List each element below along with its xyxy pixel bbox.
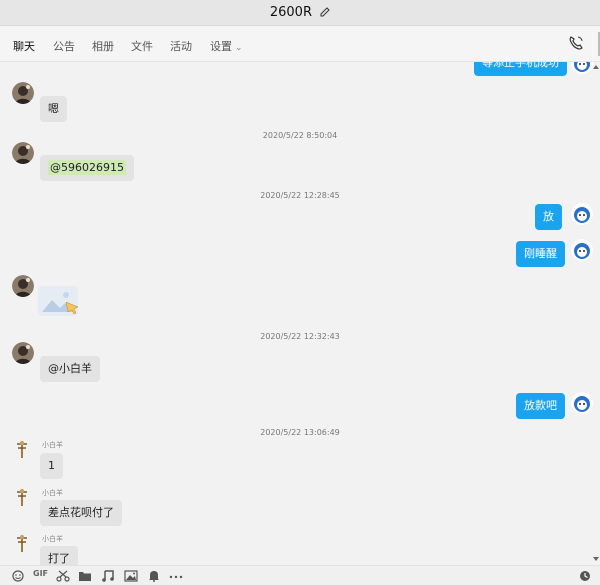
avatar-self[interactable] [571, 203, 593, 225]
panel-divider [598, 32, 600, 56]
tab-settings[interactable]: 设置⌄ [210, 38, 243, 54]
message-timestamp: 2020/5/22 8:50:04 [262, 131, 338, 140]
input-toolbar: GIF [0, 565, 600, 585]
message-bubble-incoming[interactable]: 差点花呗付了 [40, 500, 122, 526]
emoji-icon[interactable] [11, 570, 25, 582]
avatar-member[interactable] [12, 275, 34, 297]
scroll-down-arrow[interactable] [593, 557, 599, 561]
tab-chat[interactable]: 聊天 [13, 40, 35, 66]
window-title[interactable]: 2600R [0, 5, 600, 20]
avatar-self[interactable] [571, 392, 593, 414]
more-options-icon[interactable] [169, 570, 183, 582]
folder-icon[interactable] [78, 570, 92, 582]
title-bar: 2600R [0, 0, 600, 26]
image-message-thumbnail[interactable] [38, 286, 78, 316]
avatar-self[interactable] [571, 239, 593, 261]
message-bubble-incoming[interactable]: @596026915 [40, 155, 134, 181]
mention-tag[interactable]: @596026915 [48, 160, 126, 175]
avatar-xiaobaiyang[interactable] [14, 534, 30, 552]
scissors-icon[interactable] [56, 570, 70, 582]
message-timestamp: 2020/5/22 13:06:49 [260, 428, 340, 437]
message-timestamp: 2020/5/22 12:28:45 [260, 191, 340, 200]
avatar-self[interactable] [571, 62, 593, 74]
history-clock-icon[interactable] [578, 570, 592, 582]
message-bubble-outgoing[interactable]: 等添正手机成功 [474, 62, 567, 76]
scroll-up-arrow[interactable] [593, 65, 599, 69]
avatar-xiaobaiyang[interactable] [14, 488, 30, 506]
music-icon[interactable] [101, 570, 115, 582]
tab-settings-label: 设置 [210, 40, 232, 53]
tab-album[interactable]: 相册 [92, 40, 114, 53]
message-bubble-incoming[interactable]: 嗯 [40, 96, 67, 122]
sender-name: 小白羊 [42, 489, 63, 497]
message-bubble-incoming[interactable]: 打了 [40, 546, 78, 565]
tab-files[interactable]: 文件 [131, 40, 153, 53]
message-bubble-outgoing[interactable]: 放 [535, 204, 562, 230]
sender-name: 小白羊 [42, 441, 63, 449]
avatar-member[interactable] [12, 82, 34, 104]
phone-call-icon[interactable] [568, 35, 584, 51]
tab-announcement[interactable]: 公告 [53, 40, 75, 53]
message-bubble-incoming[interactable]: 1 [40, 453, 63, 479]
bell-icon[interactable] [147, 570, 161, 582]
chat-scrollbar[interactable] [592, 62, 600, 565]
avatar-member[interactable] [12, 342, 34, 364]
chat-message-list[interactable]: 等添正手机成功 嗯 2020/5/22 8:50:04 @596026915 2… [0, 62, 600, 565]
group-name: 2600R [269, 5, 312, 20]
tab-bar: 聊天 公告 相册 文件 活动 设置⌄ [0, 26, 600, 66]
message-bubble-outgoing[interactable]: 刚睡醒 [516, 241, 565, 267]
edit-pencil-icon[interactable] [320, 7, 330, 17]
message-bubble-incoming[interactable]: @小白羊 [40, 356, 100, 382]
message-bubble-outgoing[interactable]: 放款吧 [516, 393, 565, 419]
gif-button[interactable]: GIF [33, 569, 49, 578]
image-icon[interactable] [124, 570, 138, 582]
tab-activity[interactable]: 活动 [170, 40, 192, 53]
message-timestamp: 2020/5/22 12:32:43 [260, 332, 340, 341]
sender-name: 小白羊 [42, 535, 63, 543]
avatar-member[interactable] [12, 142, 34, 164]
avatar-xiaobaiyang[interactable] [14, 440, 30, 458]
chevron-down-icon: ⌄ [235, 43, 243, 53]
